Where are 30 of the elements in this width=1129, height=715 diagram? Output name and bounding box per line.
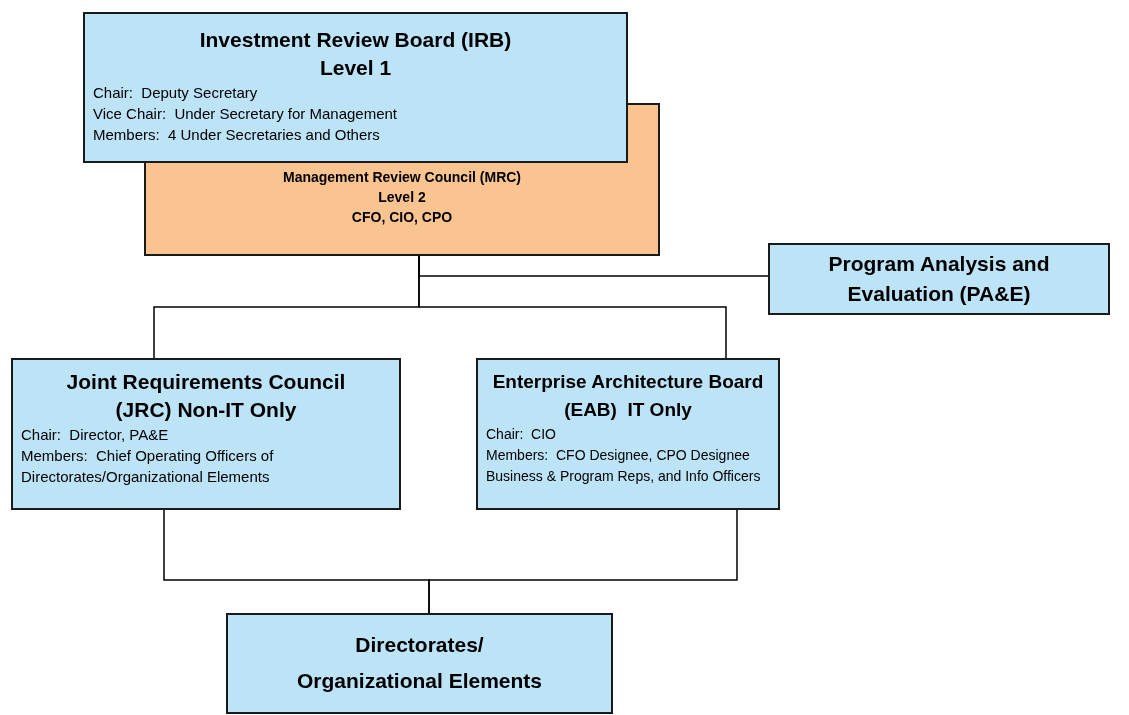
box-heading: Program Analysis and	[827, 251, 1051, 277]
box-heading: Enterprise Architecture Board	[491, 370, 765, 394]
box-heading: (JRC) Non-IT Only	[114, 397, 298, 423]
box-detail: Vice Chair: Under Secretary for Management	[93, 104, 399, 124]
box-heading: Directorates/	[354, 632, 485, 658]
org-box	[768, 243, 1110, 315]
box-heading: Level 2	[377, 188, 427, 207]
box-detail: Business & Program Reps, and Info Officers	[486, 467, 762, 486]
box-detail: Members: CFO Designee, CPO Designee	[486, 446, 751, 465]
box-heading: (EAB) IT Only	[563, 398, 693, 422]
org-box	[226, 613, 613, 714]
org-box	[476, 358, 780, 510]
connector-line	[418, 255, 727, 359]
box-heading: Organizational Elements	[295, 668, 544, 694]
box-heading: Management Review Council (MRC)	[282, 168, 522, 187]
org-box	[11, 358, 401, 510]
connector-line	[428, 509, 738, 614]
box-detail: Chair: Deputy Secretary	[93, 83, 259, 103]
box-heading: Investment Review Board (IRB)	[198, 27, 513, 53]
box-detail: Members: 4 Under Secretaries and Others	[93, 125, 381, 145]
box-heading: Evaluation (PA&E)	[846, 281, 1032, 307]
org-box	[144, 161, 660, 256]
box-detail: Chair: Director, PA&E	[21, 425, 170, 445]
box-heading: Level 1	[318, 55, 393, 81]
org-box	[83, 12, 628, 163]
box-heading: Joint Requirements Council	[65, 369, 347, 395]
box-detail: Chair: CIO	[486, 425, 557, 444]
box-heading: CFO, CIO, CPO	[350, 208, 454, 227]
box-detail: Members: Chief Operating Officers of	[21, 446, 275, 466]
box-detail: Directorates/Organizational Elements	[21, 467, 271, 487]
